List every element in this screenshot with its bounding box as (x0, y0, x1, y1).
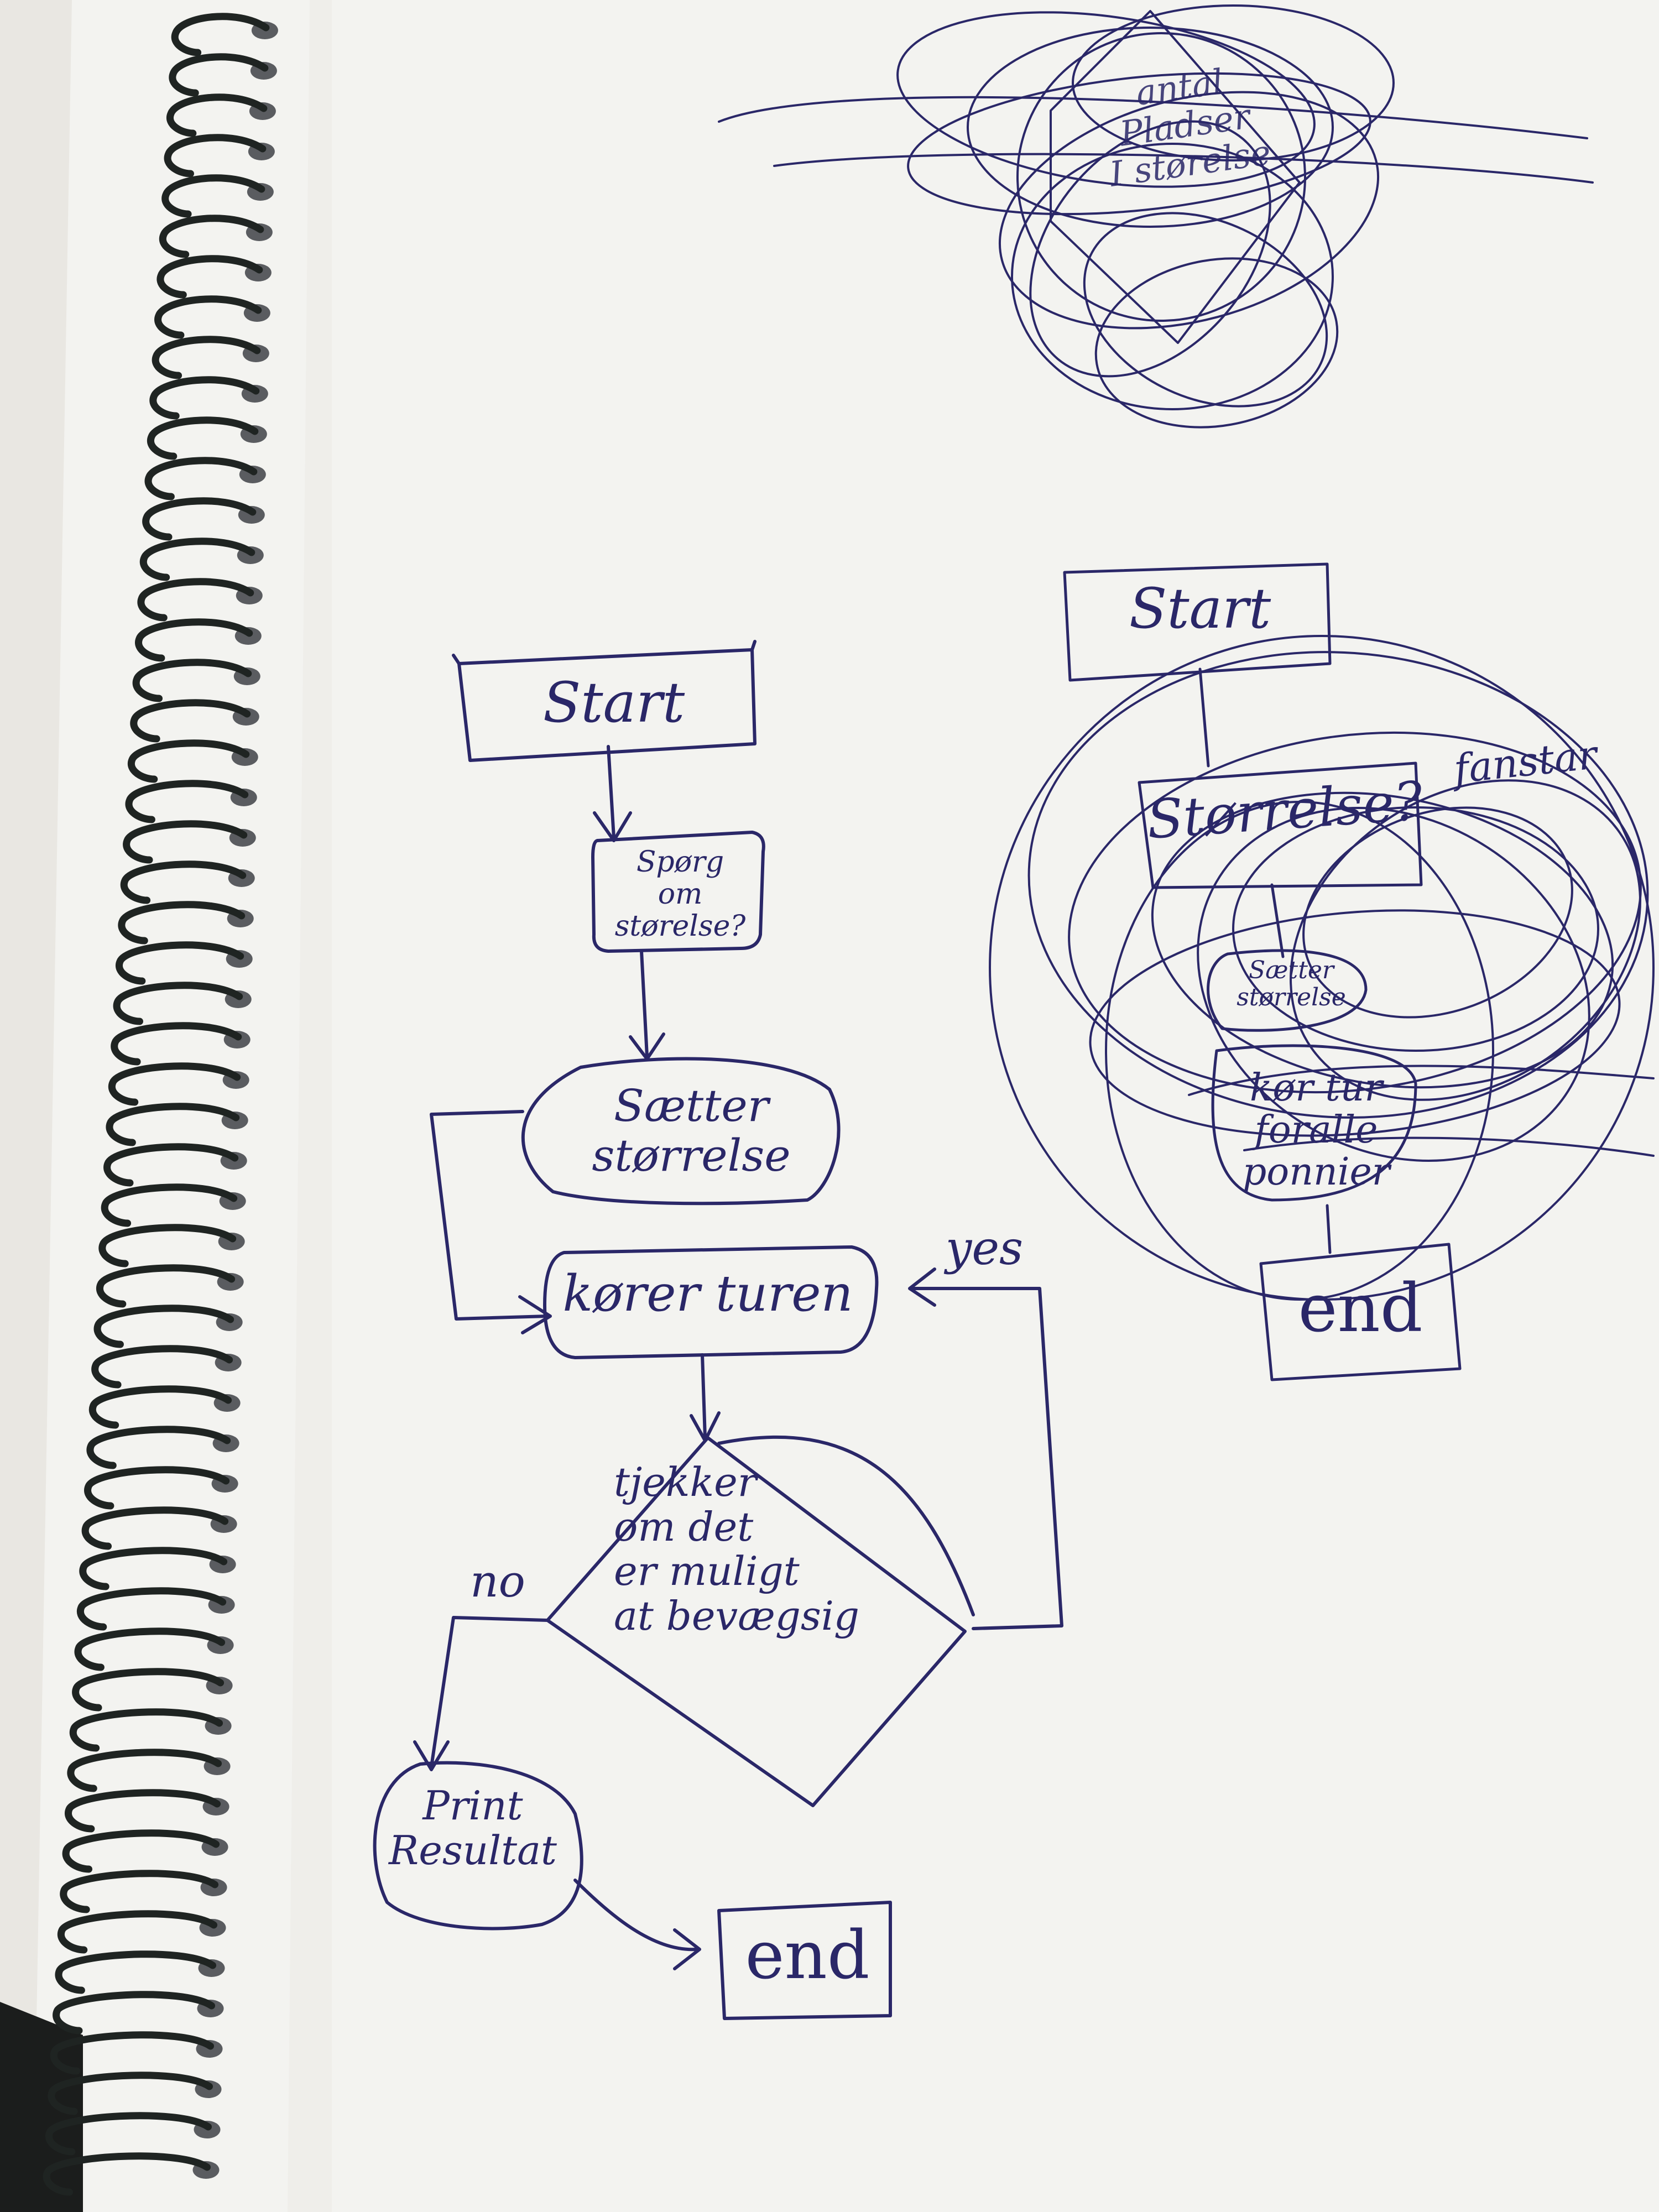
spiral-coil (79, 1547, 228, 1590)
check-decision-node: tjekker om det er muligt at bevægsig (614, 1459, 859, 1639)
spiral-coil (55, 1950, 217, 1994)
spiral-binding (43, 13, 278, 2196)
spiral-coil (149, 376, 260, 420)
yes-label: yes (945, 1221, 1024, 1275)
spiral-coil (48, 2072, 213, 2115)
spiral-coil (106, 1103, 240, 1146)
spiral-coil (65, 1789, 221, 1833)
spiral-coil (139, 538, 255, 581)
side-start-node: Start (1129, 576, 1271, 641)
ask-size-node: Spørg om størelse? (614, 846, 746, 943)
run-tour-node: kører turen (562, 1265, 853, 1323)
spiral-coil (43, 2152, 211, 2196)
spiral-coil (86, 1426, 231, 1469)
spiral-coil (93, 1305, 234, 1348)
print-result-node: Print Resultat (389, 1782, 557, 1874)
page-fold-shadow (288, 0, 332, 2212)
spiral-coil (108, 1062, 241, 1106)
spiral-coil (96, 1264, 236, 1308)
spiral-coil (76, 1587, 227, 1631)
spiral-coil (67, 1749, 222, 1792)
spiral-coil (135, 618, 253, 662)
spiral-coil (69, 1708, 223, 1752)
spiral-coil (116, 941, 244, 985)
spiral-coil (132, 659, 252, 702)
spiral-coil (50, 2031, 215, 2075)
spiral-coil (166, 93, 268, 137)
desk-corner (0, 2002, 83, 2212)
side-run-node: kør tur foralle ponnier (1242, 1066, 1390, 1194)
spiral-coil (53, 1991, 216, 2034)
spiral-coil (84, 1466, 230, 1510)
spiral-coil (144, 457, 258, 500)
spiral-coil (81, 1506, 229, 1550)
spiral-coil (127, 739, 250, 783)
spiral-coil (103, 1143, 239, 1187)
end-node: end (745, 1917, 870, 1994)
spiral-coil (98, 1224, 237, 1267)
spiral-coil (161, 174, 265, 218)
spiral-coil (164, 134, 267, 178)
spiral-coil (156, 255, 263, 299)
spiral-coil (91, 1345, 233, 1389)
set-size-node: Sætter størrelse (592, 1080, 791, 1181)
spiral-coil (142, 497, 257, 541)
spiral-coil (113, 982, 243, 1025)
spiral-coil (57, 1910, 218, 1954)
spiral-coil (154, 295, 262, 339)
side-scribble (989, 635, 1655, 1301)
spiral-coil (137, 578, 254, 622)
spiral-coil (152, 336, 261, 379)
spiral-coil (130, 699, 251, 743)
spiral-coil (45, 2112, 212, 2156)
side-flowchart (1063, 562, 1462, 1381)
spiral-coil (101, 1183, 238, 1227)
side-set-node: Sætter størrelse (1237, 956, 1346, 1012)
spiral-coil (60, 1870, 219, 1913)
spiral-coil (88, 1385, 232, 1429)
spiral-coil (123, 820, 248, 864)
spiral-coil (72, 1668, 225, 1712)
spiral-coil (120, 860, 247, 904)
spiral-coil (111, 1022, 242, 1066)
scribble-top (718, 4, 1594, 429)
start-node: Start (542, 670, 685, 735)
main-flowchart (373, 640, 1063, 2020)
spiral-coil (169, 53, 269, 97)
spiral-coil (74, 1627, 226, 1671)
spiral-coil (62, 1829, 220, 1873)
spiral-coil (159, 215, 264, 258)
spiral-coil (125, 780, 249, 823)
no-label: no (470, 1556, 525, 1607)
spiral-coil (118, 901, 246, 945)
side-end-node: end (1298, 1270, 1423, 1347)
spiral-coil (171, 13, 270, 56)
paper-page (33, 0, 1659, 2212)
spiral-coil (147, 416, 259, 460)
